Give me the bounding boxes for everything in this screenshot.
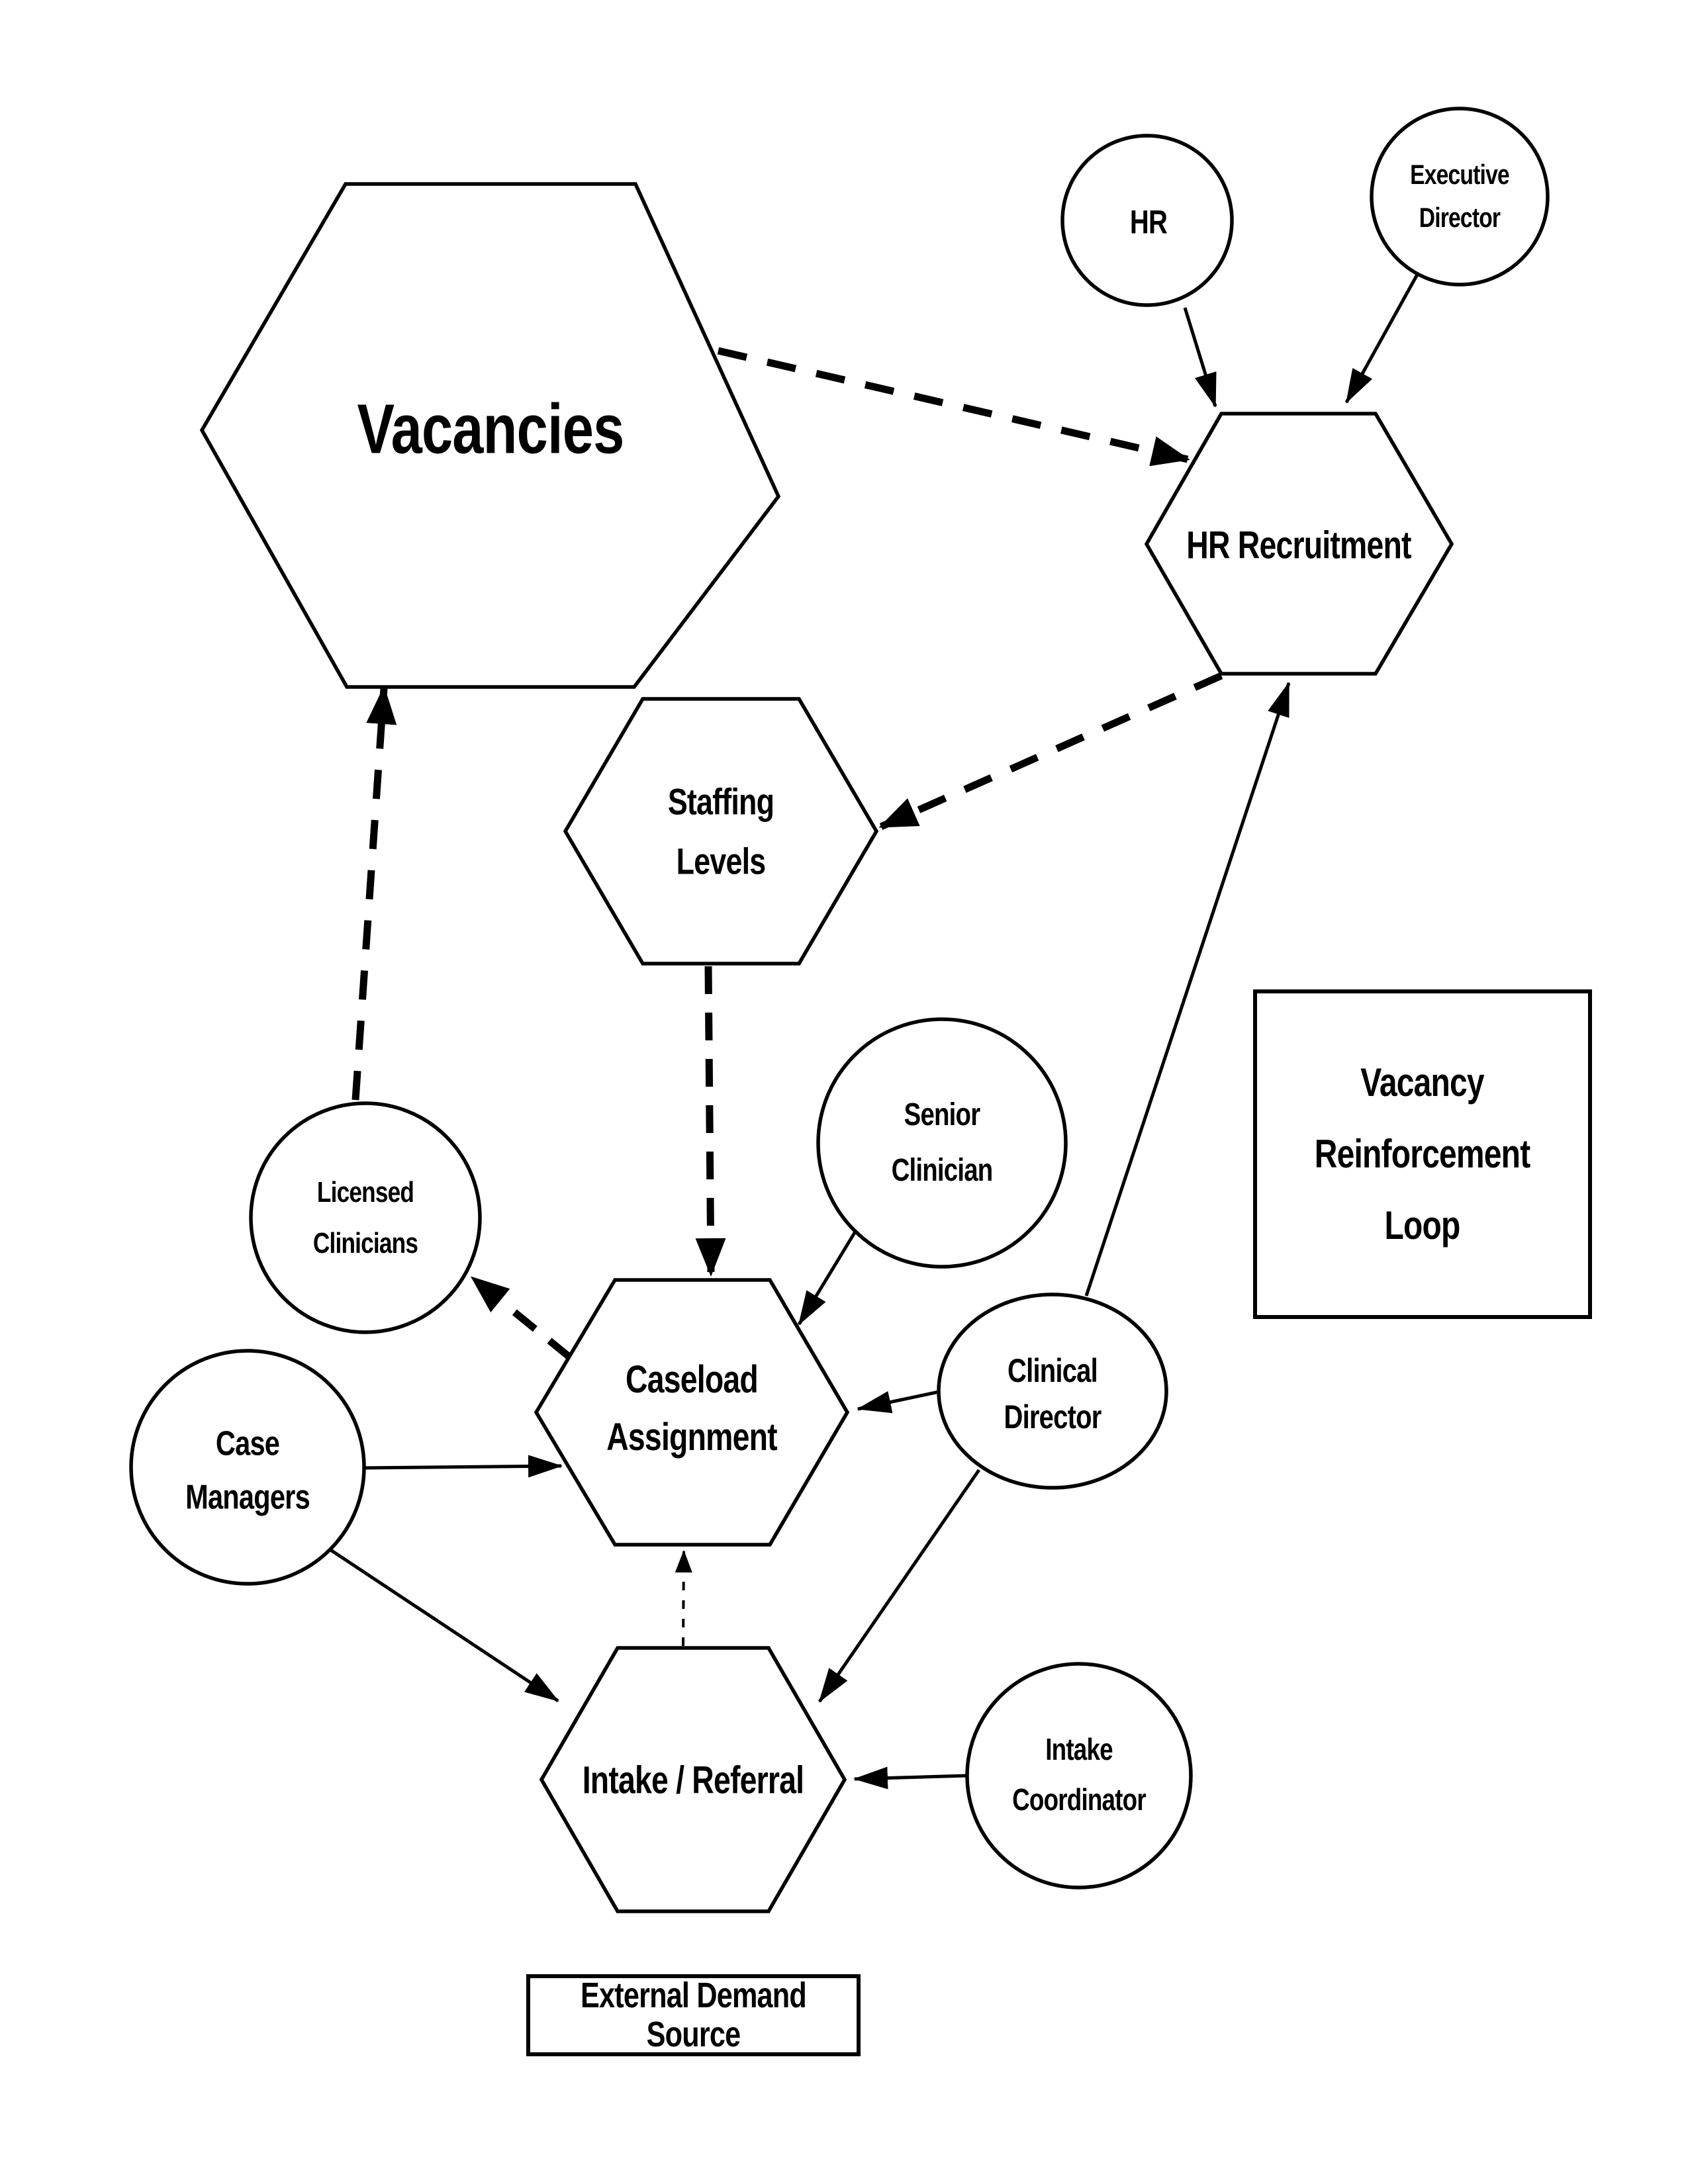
edge-clinical-director-to-caseload-assignment xyxy=(857,1389,943,1414)
case-managers-label: Case Managers xyxy=(185,1424,310,1516)
intake-referral-label: Intake / Referral xyxy=(582,1758,804,1802)
external-demand-source-label: External Demand Source xyxy=(581,1975,807,2054)
hr-recruitment-label: HR Recruitment xyxy=(1186,523,1411,567)
edge-clinical-director-to-hr-recruitment xyxy=(1084,682,1291,1297)
intake-coordinator-circle xyxy=(965,1662,1193,1889)
senior-clinician-circle xyxy=(816,1017,1068,1269)
vacancy-reinforcement-loop-label: Vacancy Reinforcement Loop xyxy=(1315,1060,1530,1248)
licensed-clinicians-circle xyxy=(249,1101,482,1334)
edge-intake-referral-to-caseload-assignment xyxy=(675,1550,692,1647)
executive-director-label: Executive Director xyxy=(1410,158,1510,233)
executive-director-circle xyxy=(1370,107,1550,287)
edge-intake-coordinator-to-intake-referral xyxy=(853,1766,968,1790)
edge-licensed-clinicians-to-vacancies xyxy=(352,686,397,1101)
caseload-assignment-label: Caseload Assignment xyxy=(606,1358,777,1459)
staffing-levels-hexagon xyxy=(563,697,879,966)
external-demand-source-box: External Demand Source xyxy=(526,1974,861,2056)
edge-executive-director-to-hr-recruitment xyxy=(1344,272,1420,404)
vacancies-label: Vacancies xyxy=(357,390,624,469)
case-managers-circle xyxy=(129,1349,366,1586)
clinical-director-ellipse xyxy=(937,1293,1168,1490)
senior-clinician-label: Senior Clinician xyxy=(891,1097,994,1188)
vacancies-hexagon xyxy=(199,182,781,689)
hr-recruitment-hexagon xyxy=(1144,412,1454,676)
vacancy-reinforcement-loop-box: Vacancy Reinforcement Loop xyxy=(1253,989,1592,1319)
edge-senior-clinician-to-caseload-assignment xyxy=(797,1230,857,1326)
edge-case-managers-to-intake-referral xyxy=(328,1547,559,1703)
edge-hr-recruitment-to-staffing-levels xyxy=(878,672,1223,831)
edge-caseload-assignment-to-licensed-clinicians xyxy=(470,1275,573,1361)
staffing-levels-label: Staffing Levels xyxy=(667,780,774,882)
intake-coordinator-label: Intake Coordinator xyxy=(1012,1732,1147,1817)
licensed-clinicians-label: Licensed Clinicians xyxy=(312,1176,418,1259)
edge-vacancies-to-hr-recruitment xyxy=(717,347,1190,467)
hr-circle xyxy=(1060,134,1234,307)
edge-hr-to-hr-recruitment xyxy=(1183,307,1217,408)
clinical-director-label: Clinical Director xyxy=(1004,1352,1102,1435)
edge-staffing-levels-to-caseload-assignment xyxy=(695,966,726,1277)
caseload-assignment-hexagon xyxy=(534,1278,850,1547)
edge-case-managers-to-caseload-assignment xyxy=(363,1455,563,1478)
hr-label: HR xyxy=(1129,203,1168,241)
intake-referral-hexagon xyxy=(539,1646,847,1913)
edge-clinical-director-to-intake-referral xyxy=(818,1469,981,1703)
